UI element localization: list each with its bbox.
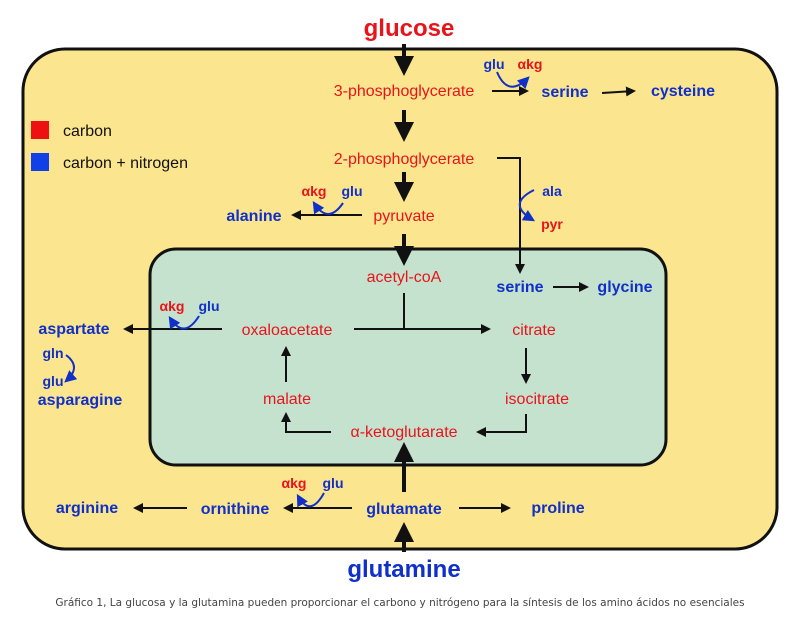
arrow-isocitrate-akg — [476, 414, 527, 437]
cofactor-alanine-akg: αkg — [302, 183, 327, 199]
cofactor-mid-ala: ala — [542, 183, 562, 199]
glutamine-title: glutamine — [347, 556, 460, 583]
cofactor-arrow-alanine — [312, 200, 344, 215]
legend-label-carbon-nitrogen: carbon + nitrogen — [63, 155, 188, 172]
arrow-akg-malate — [281, 412, 331, 433]
arrow-serine-cysteine — [601, 86, 636, 97]
arrow-2pg-serine-mito — [497, 157, 525, 274]
amino-asparagine: asparagine — [38, 392, 123, 409]
amino-serine-cytosol: serine — [541, 84, 588, 101]
amino-proline: proline — [531, 500, 584, 517]
metabolite-oxaloacetate: oxaloacetate — [242, 322, 333, 339]
cofactor-serine-akg: αkg — [518, 56, 543, 72]
amino-ornithine: ornithine — [201, 501, 270, 518]
metabolite-malate: malate — [263, 391, 311, 408]
cofactor-aspartate-akg: αkg — [160, 298, 185, 314]
cofactor-arrow-aspartate — [168, 315, 200, 330]
legend-label-carbon: carbon — [63, 123, 112, 140]
amino-serine-mito: serine — [496, 279, 543, 296]
metabolite-acetyl-coa: acetyl-coA — [367, 269, 442, 286]
glucose-title: glucose — [364, 15, 455, 42]
amino-glutamate: glutamate — [366, 501, 442, 518]
metabolite-2-phosphoglycerate: 2-phosphoglycerate — [334, 151, 475, 168]
cofactor-serine-glu: glu — [484, 56, 505, 72]
amino-cysteine: cysteine — [651, 83, 715, 100]
cofactor-arrow-asparagine — [64, 354, 78, 383]
cofactor-arrow-serine — [496, 71, 530, 90]
cofactor-ornithine-akg: αkg — [282, 475, 307, 491]
amino-arginine: arginine — [56, 500, 118, 517]
amino-alanine: alanine — [226, 208, 281, 225]
cofactor-ornithine-glu: glu — [323, 475, 344, 491]
amino-aspartate: aspartate — [38, 321, 109, 338]
figure-caption: Gráfico 1, La glucosa y la glutamina pue… — [55, 597, 745, 609]
metabolite-isocitrate: isocitrate — [505, 391, 569, 408]
metabolite-alpha-ketoglutarate: α-ketoglutarate — [350, 424, 457, 441]
cofactor-asparagine-glu: glu — [43, 373, 64, 389]
metabolite-citrate: citrate — [512, 322, 556, 339]
amino-glycine: glycine — [597, 279, 652, 296]
cofactor-alanine-glu: glu — [342, 183, 363, 199]
metabolite-3-phosphoglycerate: 3-phosphoglycerate — [334, 83, 475, 100]
metabolite-pyruvate: pyruvate — [373, 208, 434, 225]
cofactor-arrow-mid — [518, 189, 536, 222]
legend-swatch-carbon — [31, 121, 49, 139]
cofactor-arrow-ornithine — [296, 492, 325, 508]
cofactor-asparagine-gln: gln — [43, 345, 64, 361]
legend-swatch-carbon-nitrogen — [31, 153, 49, 171]
cofactor-aspartate-glu: glu — [199, 298, 220, 314]
cofactor-mid-pyr: pyr — [541, 216, 563, 232]
